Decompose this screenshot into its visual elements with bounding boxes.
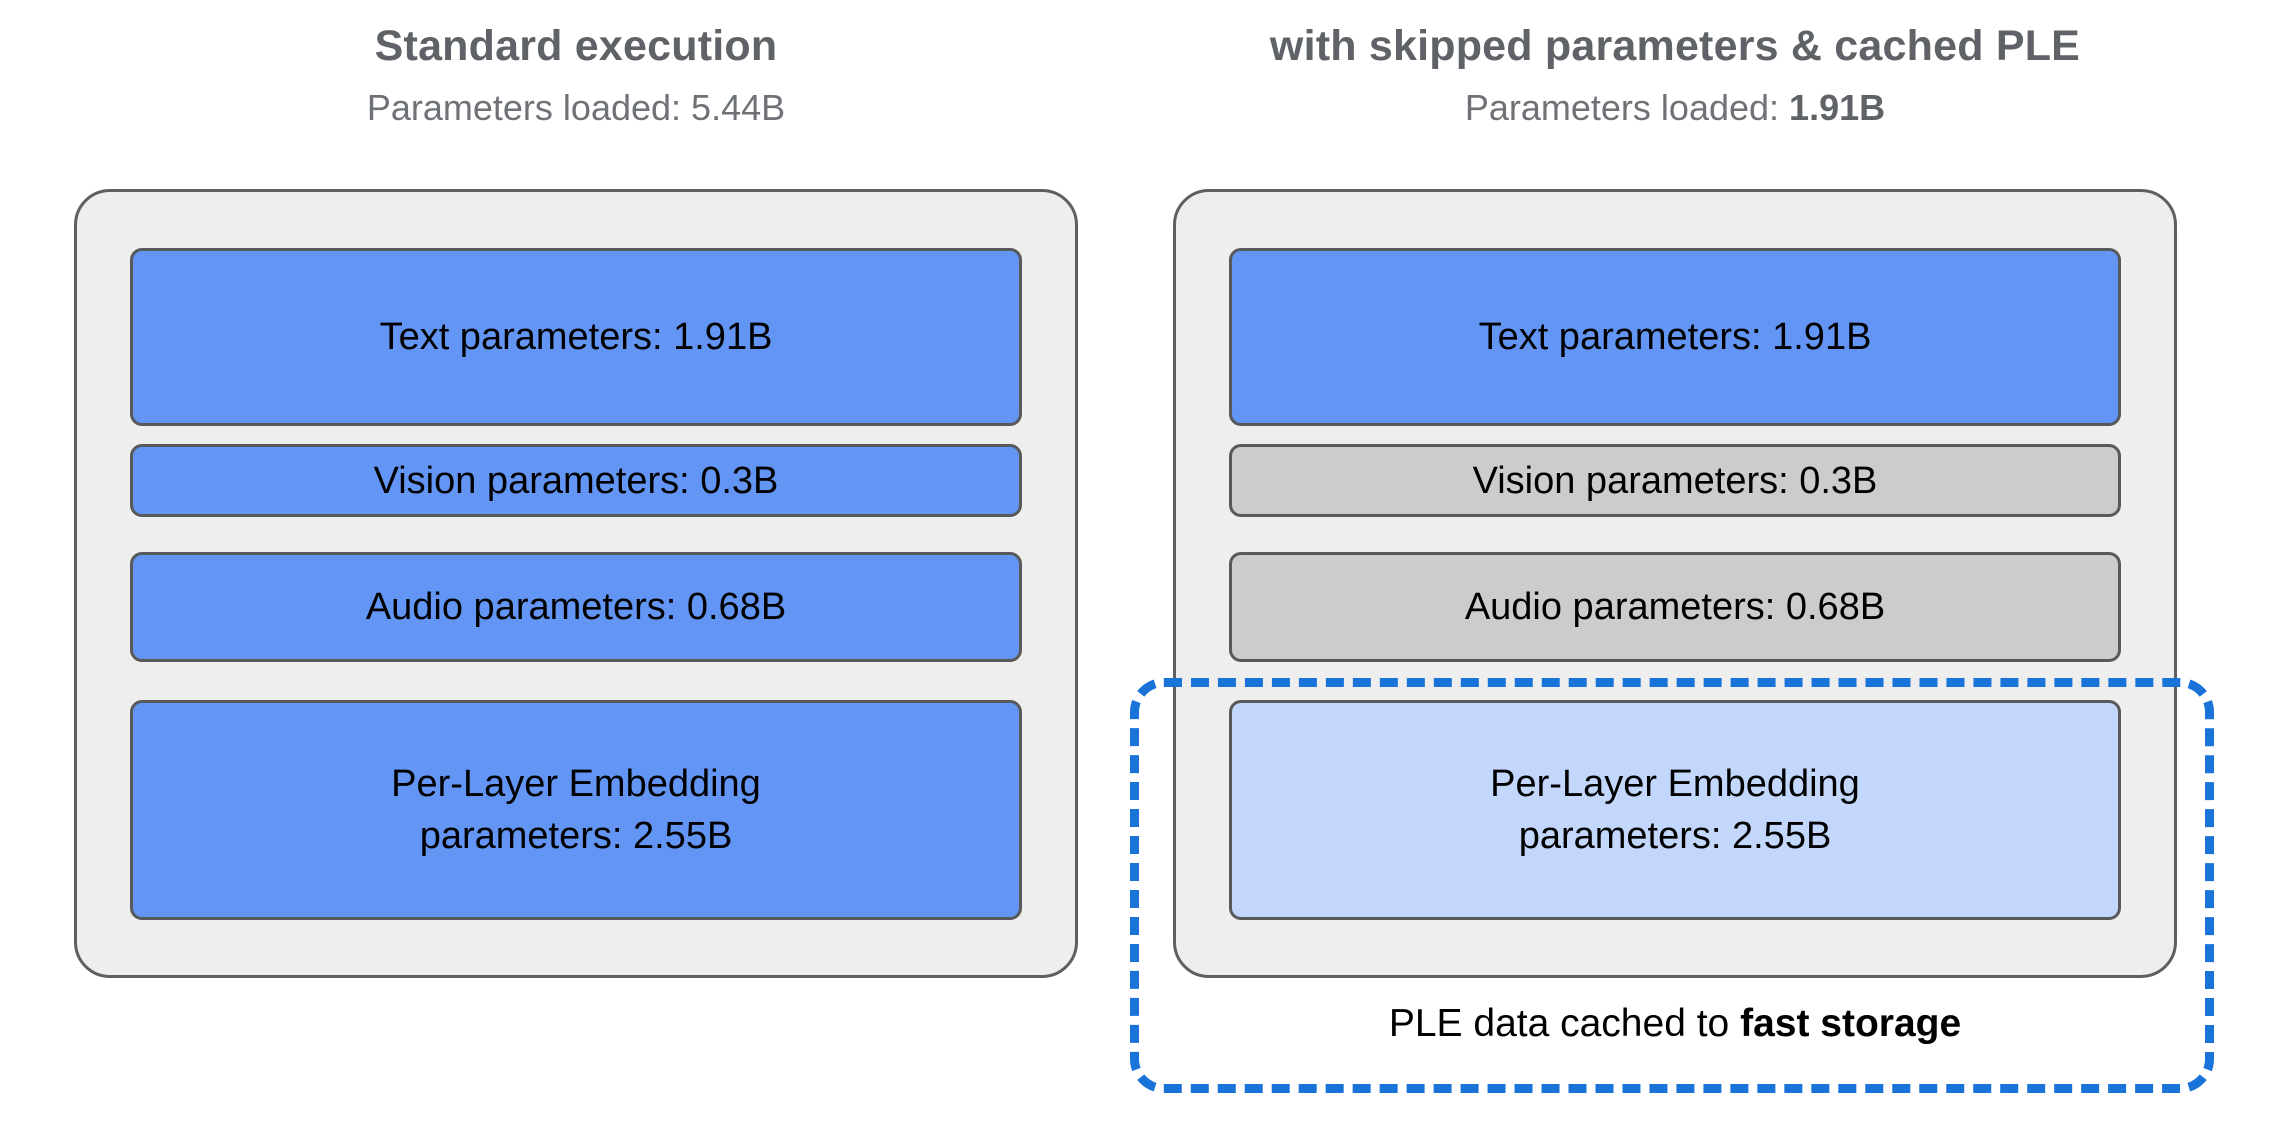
param-block-ple-standard-label: Per-Layer Embedding parameters: 2.55B bbox=[391, 758, 761, 862]
parameters-loaded-label-optimized: Parameters loaded: bbox=[1464, 87, 1790, 128]
param-block-vision-standard-label: Vision parameters: 0.3B bbox=[373, 459, 779, 502]
param-block-audio-standard-label: Audio parameters: 0.68B bbox=[365, 586, 787, 628]
parameters-loaded-value-optimized: 1.91B bbox=[1789, 87, 1886, 128]
param-block-ple-optimized-line1: Per-Layer Embedding bbox=[1490, 763, 1860, 805]
param-block-ple-standard-line1: Per-Layer Embedding bbox=[391, 763, 761, 805]
panel-subtitle-optimized: Parameters loaded: 1.91B bbox=[1173, 86, 2177, 130]
panel-title-optimized: with skipped parameters & cached PLE bbox=[1269, 22, 2081, 70]
param-block-audio-optimized-label: Audio parameters: 0.68B bbox=[1464, 586, 1886, 628]
param-block-text-standard[interactable]: Text parameters: 1.91B bbox=[130, 248, 1022, 426]
param-block-ple-optimized-label: Per-Layer Embedding parameters: 2.55B bbox=[1490, 758, 1860, 862]
panel-title-standard: Standard execution bbox=[374, 22, 778, 70]
param-block-text-standard-label: Text parameters: 1.91B bbox=[379, 316, 773, 358]
model-container-optimized: Text parameters: 1.91B Vision parameters… bbox=[1173, 189, 2177, 978]
param-block-audio-standard[interactable]: Audio parameters: 0.68B bbox=[130, 552, 1022, 662]
panel-header-optimized: with skipped parameters & cached PLE Par… bbox=[1173, 20, 2177, 130]
param-block-vision-optimized[interactable]: Vision parameters: 0.3B bbox=[1229, 444, 2121, 517]
param-block-ple-optimized[interactable]: Per-Layer Embedding parameters: 2.55B bbox=[1229, 700, 2121, 920]
parameters-loaded-label-standard: Parameters loaded: bbox=[366, 87, 692, 128]
cache-caption-emphasis: fast storage bbox=[1740, 1002, 1962, 1045]
cache-caption-prefix: PLE data cached to bbox=[1388, 1002, 1741, 1045]
param-block-vision-optimized-label: Vision parameters: 0.3B bbox=[1472, 459, 1878, 502]
param-block-ple-standard-line2: parameters: 2.55B bbox=[419, 815, 733, 857]
param-block-ple-standard[interactable]: Per-Layer Embedding parameters: 2.55B bbox=[130, 700, 1022, 920]
cache-caption: PLE data cached to fast storage bbox=[1173, 1000, 2177, 1048]
panel-subtitle-standard: Parameters loaded: 5.44B bbox=[74, 86, 1078, 130]
param-block-text-optimized[interactable]: Text parameters: 1.91B bbox=[1229, 248, 2121, 426]
param-block-text-optimized-label: Text parameters: 1.91B bbox=[1478, 316, 1872, 358]
param-block-ple-optimized-line2: parameters: 2.55B bbox=[1518, 815, 1832, 857]
param-block-audio-optimized[interactable]: Audio parameters: 0.68B bbox=[1229, 552, 2121, 662]
panel-header-standard: Standard execution Parameters loaded: 5.… bbox=[74, 20, 1078, 130]
param-block-vision-standard[interactable]: Vision parameters: 0.3B bbox=[130, 444, 1022, 517]
parameters-loaded-value-standard: 5.44B bbox=[691, 87, 786, 128]
model-container-standard: Text parameters: 1.91B Vision parameters… bbox=[74, 189, 1078, 978]
